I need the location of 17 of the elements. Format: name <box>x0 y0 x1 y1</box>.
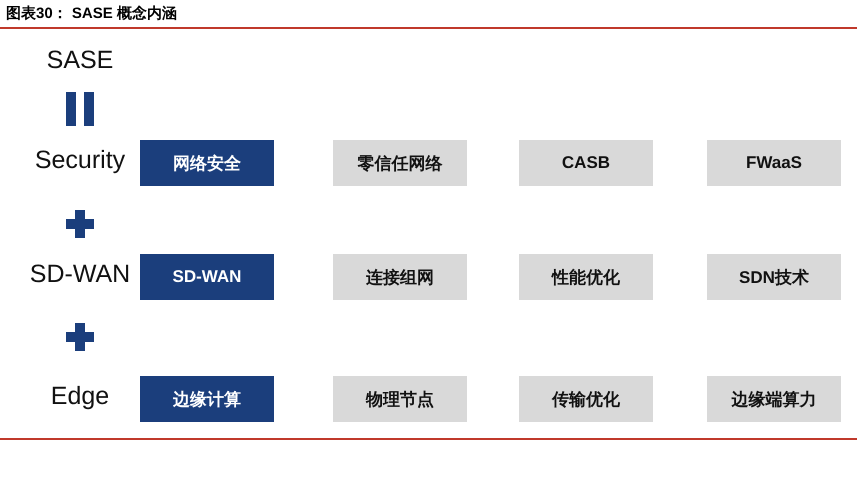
layer-label: Edge <box>50 382 110 411</box>
feature-box: CASB <box>519 140 653 186</box>
feature-box: FWaaS <box>707 140 841 186</box>
highlighted-box: SD-WAN <box>140 254 274 300</box>
layer-label: Security <box>34 146 126 175</box>
highlighted-box: 网络安全 <box>140 140 274 186</box>
feature-box: 性能优化 <box>519 254 653 300</box>
feature-box: 零信任网络 <box>333 140 467 186</box>
highlighted-box: 边缘计算 <box>140 376 274 422</box>
feature-box: SDN技术 <box>707 254 841 300</box>
figure-title: 图表30： SASE 概念内涵 <box>6 4 177 23</box>
concept-label: SASE <box>46 46 114 75</box>
feature-box: 物理节点 <box>333 376 467 422</box>
feature-box: 边缘端算力 <box>707 376 841 422</box>
layer-label: SD-WAN <box>28 260 132 289</box>
feature-box: 连接组网 <box>333 254 467 300</box>
feature-box: 传输优化 <box>519 376 653 422</box>
